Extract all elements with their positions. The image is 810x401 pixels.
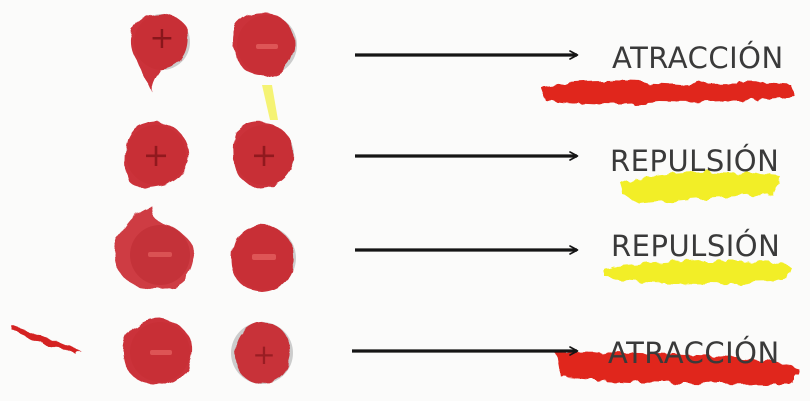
charge-ball-row4-right: +: [231, 321, 293, 384]
result-label-row-2: REPULSIÓN: [610, 147, 779, 176]
charge-ball-row4-left: [123, 318, 192, 385]
charge-ball-row1-right: [233, 13, 297, 76]
charge-ball-row3-left: [114, 206, 194, 290]
result-label-row-1: ATRACCIÓN: [612, 44, 784, 73]
charge-ball-row2-left: +: [125, 122, 188, 187]
result-label-row-3: REPULSIÓN: [611, 232, 780, 261]
connector-mark: [262, 85, 278, 120]
result-label-row-4: ATRACCIÓN: [608, 339, 780, 368]
stray-paint-mark: [12, 326, 80, 354]
charge-ball-row2-right: +: [233, 122, 294, 188]
svg-text:+: +: [252, 338, 275, 371]
charge-ball-row3-right: [232, 225, 297, 292]
svg-text:+: +: [251, 136, 278, 174]
charge-ball-row1-left: +: [130, 14, 190, 92]
svg-text:+: +: [149, 21, 174, 56]
highlight-row-1: [540, 81, 795, 104]
svg-text:+: +: [143, 136, 170, 174]
highlight-row-3: [604, 261, 790, 284]
